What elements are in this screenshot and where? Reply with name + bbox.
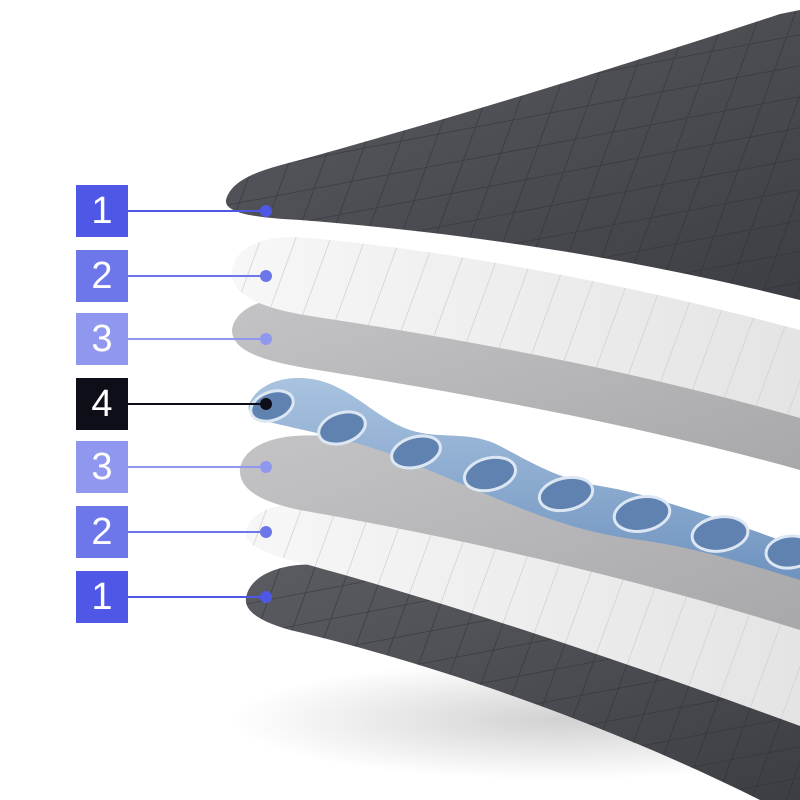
callout-dot [260,591,272,603]
callout-dot [260,461,272,473]
layer-1-bottom-dark [245,564,800,800]
callout-dot [260,270,272,282]
layer-3-top-foam [232,296,800,470]
callout-dot [260,333,272,345]
layer-3-bottom-foam [239,435,800,630]
callout-lines [128,205,272,603]
layer-4-wave-core [248,378,800,580]
callout-dot [260,205,272,217]
callout-dot [260,526,272,538]
layer-2-bottom-white [245,504,800,726]
layer-1-top-dark [225,10,800,300]
layer-2-top-white [231,237,800,418]
callout-dot [260,398,272,410]
